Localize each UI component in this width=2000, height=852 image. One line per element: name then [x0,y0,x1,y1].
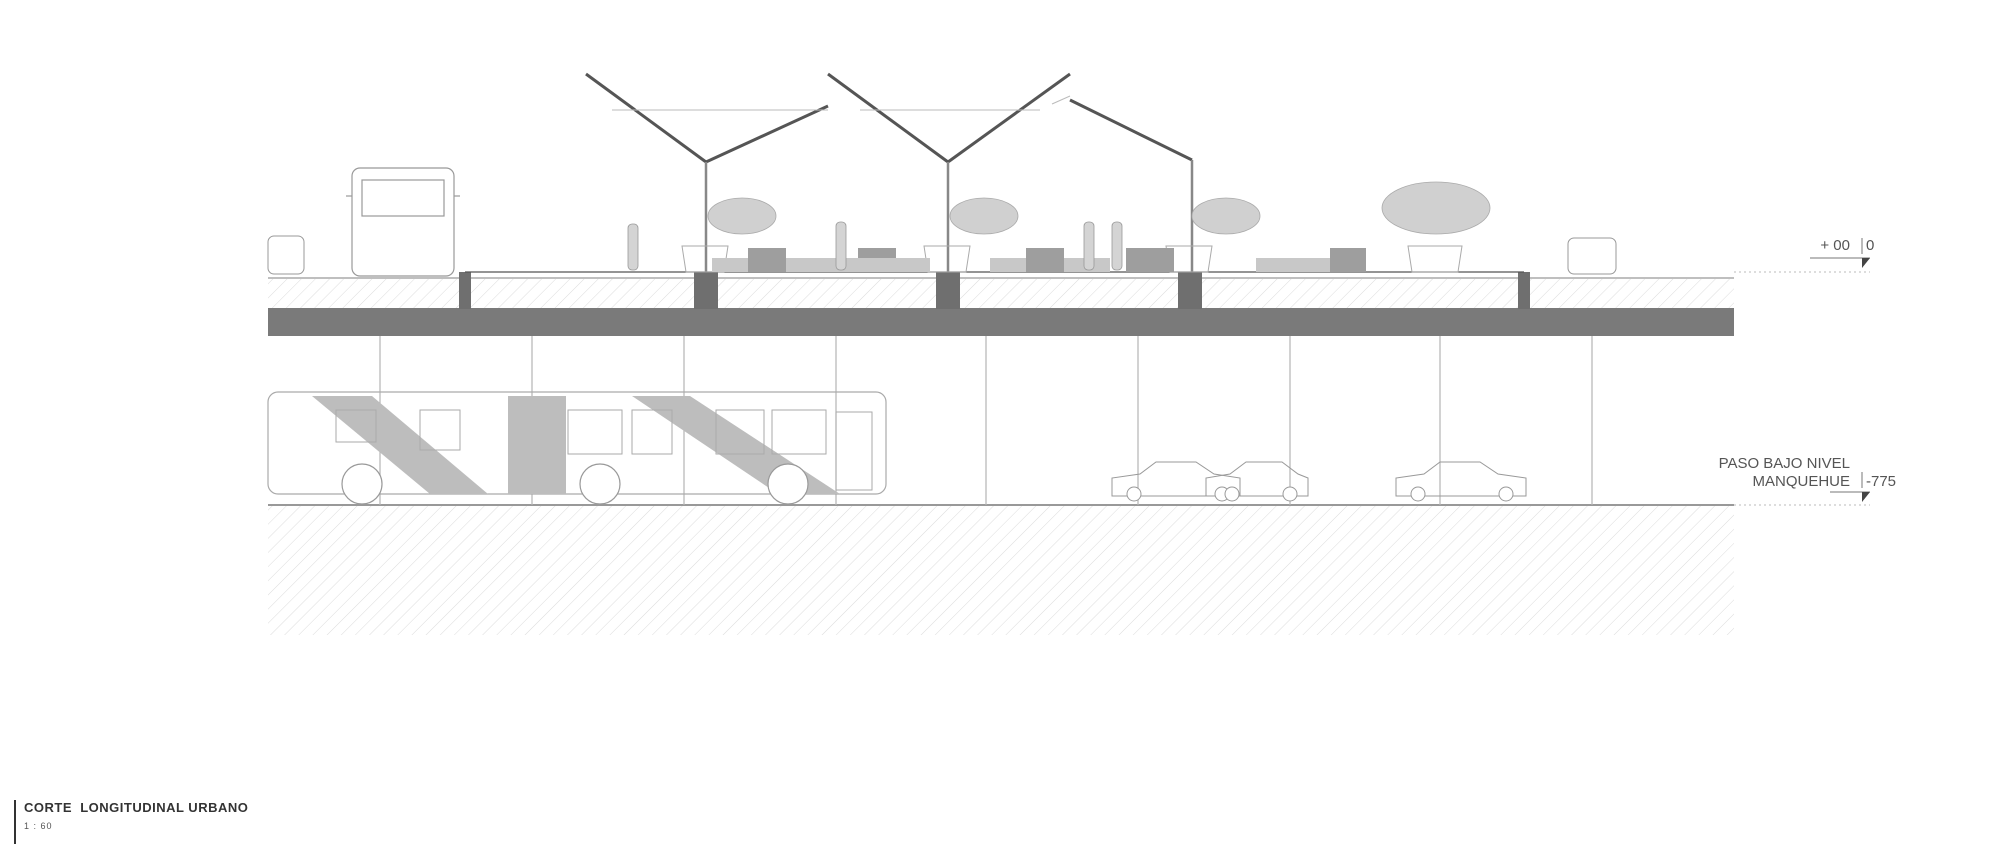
car-wheels [1126,486,1514,502]
street-level-value: 0 [1866,237,1874,254]
underpass-level-value: -775 [1866,473,1896,490]
truck-icon [346,167,460,277]
level-marker-underpass: PASO BAJO NIVEL MANQUEHUE -775 [1719,455,1896,506]
ground-hatch [268,505,1734,635]
person-icon [627,221,1123,271]
canopy-structure [585,72,1194,272]
tree-icon [707,181,1491,235]
level-marker-street: + 00 0 [1734,237,1874,273]
main-slab [268,308,1734,336]
car-icon [1111,461,1527,497]
underpass-label-line1: PASO BAJO NIVEL [1719,455,1850,472]
underpass-label-line2: MANQUEHUE [1752,473,1850,490]
drawing-title: CORTE LONGITUDINAL URBANO [24,800,249,815]
street-level-label: + 00 [1820,237,1850,254]
drawing-title-block: CORTE LONGITUDINAL URBANO 1 : 60 [14,800,248,844]
slab-hatch [268,279,1734,308]
plaza-furniture [712,248,1366,272]
car-front-icon [267,235,1617,275]
bus-icon [267,391,887,505]
drawing-scale: 1 : 60 [24,821,53,831]
underpass-columns [379,336,1593,505]
slab-blocks [459,272,1530,309]
